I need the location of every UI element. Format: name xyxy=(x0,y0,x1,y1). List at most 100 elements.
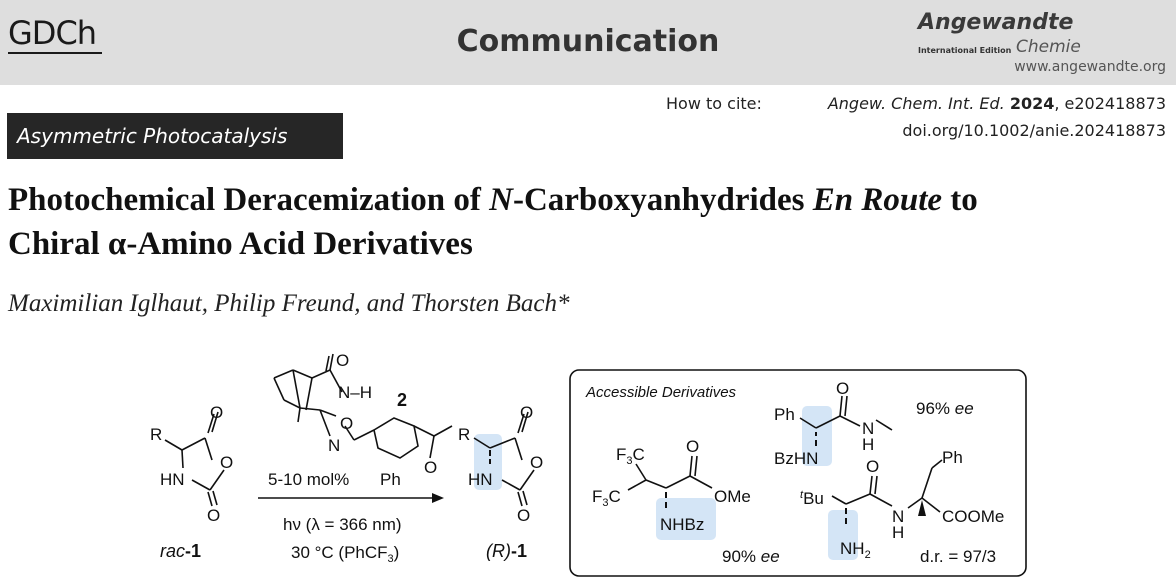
dipeptide-coome: COOMe xyxy=(942,507,1004,526)
title-part-2: -Carboxyanhydrides xyxy=(512,182,813,218)
product-ring-oxygen: O xyxy=(530,453,543,472)
ester-ee-suffix: ee xyxy=(761,547,780,566)
ester-cf3-top-c: C xyxy=(633,445,645,464)
title-part-1: Photochemical Deracemization of xyxy=(8,182,490,218)
product-label: (R)-1 xyxy=(486,541,527,561)
product-r-substituent: R xyxy=(458,425,470,444)
product-carbonyl-o-top: O xyxy=(520,403,533,422)
title-part-3: to xyxy=(942,182,978,218)
dipeptide-highlight xyxy=(828,510,858,560)
irradiation-conditions: hν (λ = 366 nm) xyxy=(283,515,402,534)
racemic-label-number: -1 xyxy=(185,541,201,561)
journal-header-band xyxy=(0,0,1176,85)
ester-carbonyl-o: O xyxy=(686,437,699,456)
amide-h: H xyxy=(862,435,874,454)
dipeptide-nh2-sub: 2 xyxy=(865,549,871,561)
catalyst-oxazole-n: N xyxy=(328,436,340,455)
journal-url[interactable]: www.angewandte.org xyxy=(1014,59,1166,75)
author-list: Maximilian Iglhaut, Philip Freund, and T… xyxy=(8,290,570,317)
ester-cf3-left-c: C xyxy=(609,487,621,506)
gdch-logo: GDCh xyxy=(8,14,97,52)
dipeptide-n: N xyxy=(892,507,904,526)
dipeptide-ph: Ph xyxy=(942,448,963,467)
reaction-arrow-head xyxy=(432,493,444,503)
amide-ee-value: 96% xyxy=(916,399,950,418)
ring-oxygen: O xyxy=(220,453,233,472)
paper-title: Photochemical Deracemization of N-Carbox… xyxy=(8,178,1173,266)
citation-year: 2024 xyxy=(1009,94,1055,113)
journal-logo-name: Angewandte xyxy=(918,10,1074,35)
ester-cf3-left-sub: 3 xyxy=(602,497,608,509)
derivatives-box xyxy=(569,369,1027,577)
ester-nhbz: NHBz xyxy=(660,515,704,534)
section-type: Communication xyxy=(456,24,720,59)
ester-ome: OMe xyxy=(714,487,751,506)
racemic-label: rac-1 xyxy=(160,541,201,561)
temperature-solvent: 30 °C (PhCF3) xyxy=(291,543,399,565)
amide-ee: 96% ee xyxy=(916,399,974,418)
ester-cf3-top: F3C xyxy=(616,445,645,467)
dipeptide-tbu: tBu xyxy=(800,489,824,508)
temperature-solvent-prefix: 30 °C (PhCF xyxy=(291,543,388,562)
ester-ee-value: 90% xyxy=(722,547,756,566)
r-substituent: R xyxy=(150,425,162,444)
ring-nh: HN xyxy=(160,470,185,489)
catalyst-ph: Ph xyxy=(380,470,401,489)
amide-carbonyl-o: O xyxy=(836,379,849,398)
amide-ph: Ph xyxy=(774,405,795,424)
ester-cf3-top-sub: 3 xyxy=(626,455,632,467)
dipeptide-h: H xyxy=(892,523,904,542)
citation-journal: Angew. Chem. Int. Ed. xyxy=(827,94,1005,113)
dipeptide-nh2: NH2 xyxy=(840,539,871,561)
catalyst-number: 2 xyxy=(397,390,407,410)
reaction-scheme: R O O HN O rac-1 O N–H O N 2 5-10 mol% P… xyxy=(150,351,1027,577)
amide-structure xyxy=(799,395,893,446)
title-line-2: Chiral α-Amino Acid Derivatives xyxy=(8,226,473,262)
racemic-label-prefix: rac xyxy=(160,541,185,561)
journal-logo-subname: Chemie xyxy=(1016,37,1081,57)
temperature-solvent-suffix: ) xyxy=(394,543,400,562)
citation-doi-link[interactable]: doi.org/10.1002/anie.202418873 xyxy=(902,121,1166,140)
citation-label: How to cite: xyxy=(666,94,762,113)
catalyst-nh: N–H xyxy=(338,383,372,402)
ester-cf3-top-f: F xyxy=(616,445,626,464)
product-nca-structure xyxy=(473,411,535,507)
temperature-solvent-subscript: 3 xyxy=(388,553,394,565)
gdch-logo-underline xyxy=(8,52,102,54)
dipeptide-dr: d.r. = 97/3 xyxy=(920,547,996,566)
ester-highlight xyxy=(656,498,716,540)
product-label-prefix: (R) xyxy=(486,541,511,561)
product-carbonyl-o-bottom: O xyxy=(517,506,530,525)
catalyst-oxazole-o: O xyxy=(340,414,353,433)
dipeptide-structure xyxy=(831,459,943,524)
dipeptide-tbu-bu: Bu xyxy=(803,489,824,508)
stereocenter-highlight xyxy=(474,434,502,490)
derivatives-heading: Accessible Derivatives xyxy=(585,384,737,401)
dipeptide-nh2-nh: NH xyxy=(840,539,865,558)
catalyst-carbonyl-o: O xyxy=(336,351,349,370)
journal-logo-edition: International Edition xyxy=(918,46,1012,55)
citation-article-id: e202418873 xyxy=(1064,94,1166,113)
dipeptide-carbonyl-o: O xyxy=(866,457,879,476)
amide-ee-suffix: ee xyxy=(955,399,974,418)
catalyst-benzoyl-o: O xyxy=(424,458,437,477)
title-italic-n: N xyxy=(489,182,513,218)
product-ring-nh: HN xyxy=(468,470,493,489)
carbonyl-o-top: O xyxy=(210,403,223,422)
citation-reference: Angew. Chem. Int. Ed. 2024, e202418873 xyxy=(827,94,1166,113)
title-italic-en-route: En Route xyxy=(812,182,943,218)
product-label-number: -1 xyxy=(511,541,527,561)
topic-badge: Asymmetric Photocatalysis xyxy=(7,113,343,159)
ester-cf3-left-f: F xyxy=(592,487,602,506)
racemic-nca-structure xyxy=(164,411,225,507)
carbonyl-o-bottom: O xyxy=(207,506,220,525)
catalyst-structure xyxy=(273,353,453,459)
amide-bzhn: BzHN xyxy=(774,449,818,468)
amide-n: N xyxy=(862,419,874,438)
dipeptide-tbu-t: t xyxy=(800,489,804,501)
dipeptide-wedge xyxy=(918,500,926,516)
catalyst-loading: 5-10 mol% xyxy=(268,470,349,489)
ester-cf3-left: F3C xyxy=(592,487,621,509)
ester-ee: 90% ee xyxy=(722,547,780,566)
ester-structure xyxy=(627,455,713,508)
